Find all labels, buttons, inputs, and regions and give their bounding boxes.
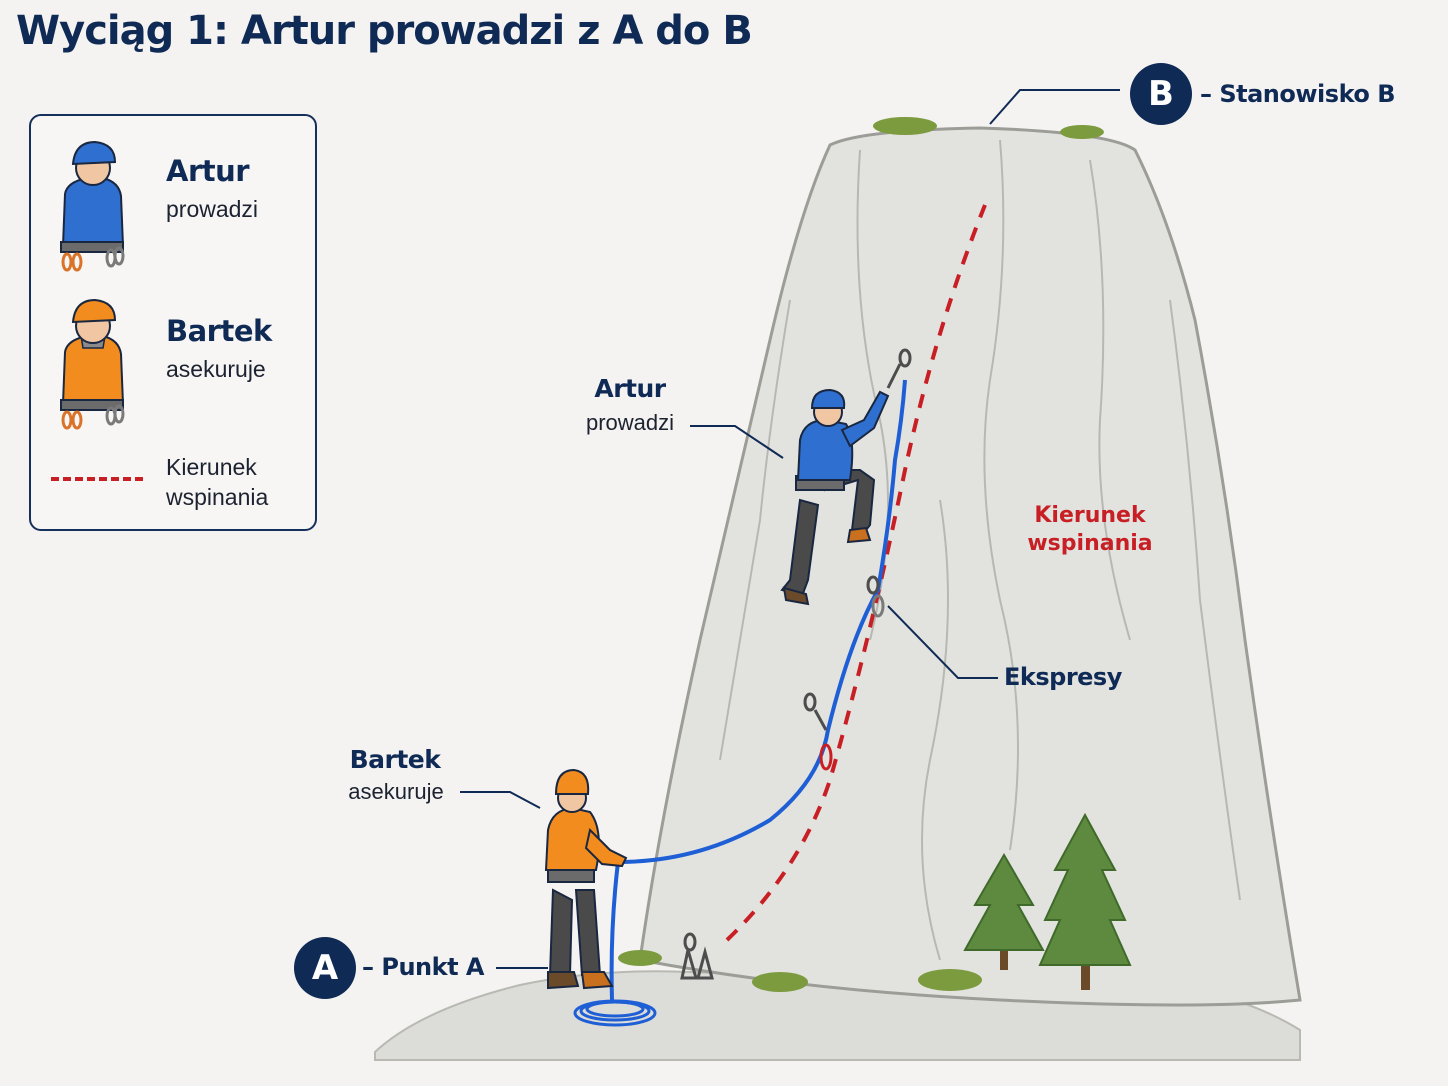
direction-label: Kierunek wspinania [1020, 502, 1160, 558]
quickdraws-label: Ekspresy [1004, 663, 1122, 691]
point-a-badge: A [294, 937, 356, 999]
point-b-badge: B [1130, 63, 1192, 125]
climber-bartek [546, 770, 626, 988]
bartek-name-label: Bartek [340, 745, 450, 774]
rock-tower [640, 128, 1300, 1005]
point-a-label: – Punkt A [362, 953, 484, 981]
artur-name-label: Artur [580, 374, 680, 403]
point-b-label: – Stanowisko B [1200, 80, 1395, 108]
artur-role-label: prowadzi [570, 410, 690, 436]
direction-label-line1: Kierunek [1020, 502, 1160, 530]
direction-label-line2: wspinania [1020, 530, 1160, 558]
bartek-role-label: asekuruje [336, 779, 456, 805]
